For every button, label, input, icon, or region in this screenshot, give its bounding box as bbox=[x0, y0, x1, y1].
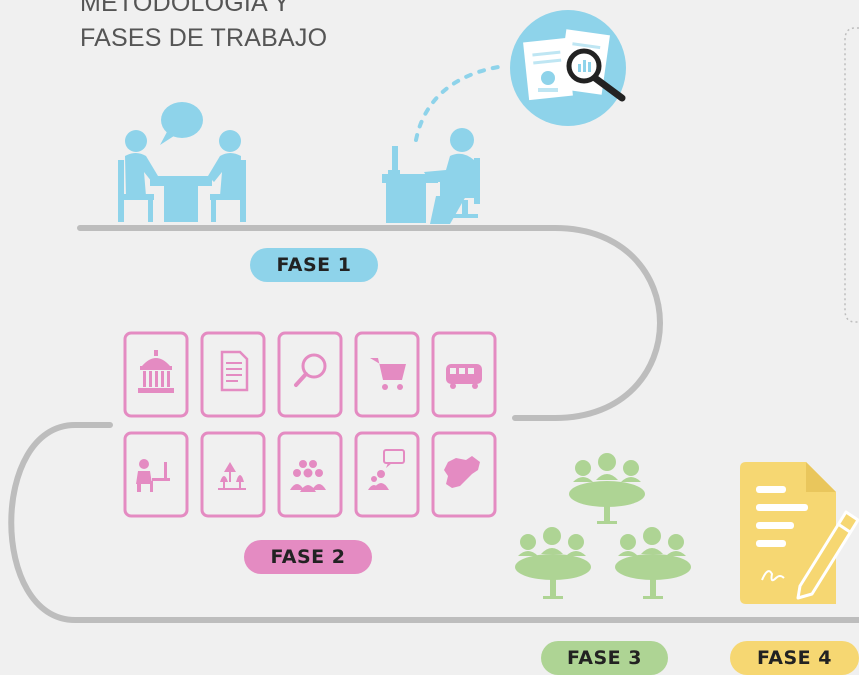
meeting-icon bbox=[118, 102, 246, 222]
phase2-icon-grid bbox=[123, 331, 497, 518]
timeline-path bbox=[77, 225, 663, 421]
bus-icon bbox=[446, 364, 482, 389]
timeline-path-lower bbox=[8, 422, 859, 623]
tile-frame bbox=[200, 331, 266, 418]
tile-frame bbox=[277, 431, 343, 518]
phase-2-badge: FASE 2 bbox=[244, 540, 372, 574]
page-title: METODOLOGÍA Y FASES DE TRABAJO bbox=[80, 0, 327, 56]
tile-frame bbox=[354, 431, 420, 518]
tile-frame bbox=[431, 331, 497, 418]
title-line-1: METODOLOGÍA Y bbox=[80, 0, 291, 17]
analyst-icon bbox=[382, 128, 480, 224]
report-analysis-icon bbox=[510, 10, 626, 126]
tile-frame bbox=[277, 331, 343, 418]
tile-frame bbox=[123, 431, 189, 518]
tile-frame bbox=[200, 431, 266, 518]
document-icon bbox=[220, 350, 249, 392]
contract-icon bbox=[740, 462, 859, 604]
cart-icon bbox=[370, 358, 406, 390]
building-icon bbox=[138, 350, 174, 393]
magnifier-icon bbox=[294, 353, 327, 387]
tile-frame bbox=[123, 331, 189, 418]
group-icon bbox=[290, 460, 326, 492]
speaker-icon bbox=[368, 449, 405, 490]
title-line-2: FASES DE TRABAJO bbox=[80, 24, 328, 52]
note-frame bbox=[844, 27, 859, 323]
map-icon bbox=[444, 456, 480, 488]
phase-3-badge: FASE 3 bbox=[541, 641, 668, 675]
phase-1-badge: FASE 1 bbox=[250, 248, 378, 282]
phase-4-badge: FASE 4 bbox=[730, 641, 859, 675]
group-tables-icon bbox=[515, 453, 691, 599]
tile-frame bbox=[431, 431, 497, 518]
trees-icon bbox=[218, 462, 246, 490]
person-at-desk-icon bbox=[136, 459, 170, 492]
dotted-connector bbox=[414, 64, 507, 142]
tile-frame bbox=[354, 331, 420, 418]
